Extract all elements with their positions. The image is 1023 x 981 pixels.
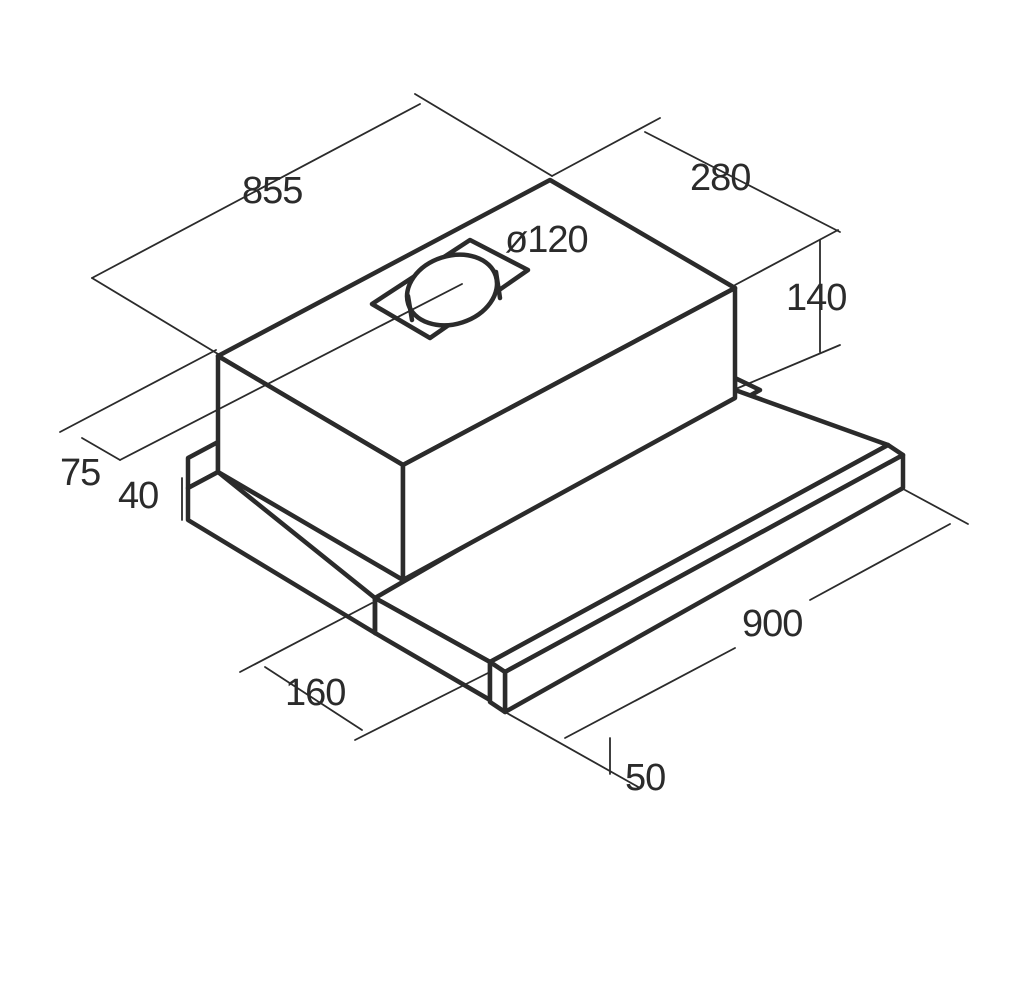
front-trim-bar	[487, 442, 906, 715]
label-height-body: 140	[786, 277, 846, 319]
label-duct-diameter: ø120	[505, 219, 588, 261]
hood-body	[215, 177, 738, 583]
label-width-top: 855	[242, 170, 302, 212]
label-depth: 280	[690, 157, 750, 199]
label-extension-depth: 160	[285, 672, 345, 714]
dimension-lines	[59, 93, 969, 789]
label-offset-side: 75	[60, 452, 100, 494]
sliding-visor-panel	[372, 387, 891, 703]
label-front-strip: 50	[625, 757, 665, 799]
label-width-total: 900	[742, 603, 802, 645]
dimension-labels: 855 280 ø120 140 75 40 160 900 50	[60, 157, 847, 799]
label-height-base: 40	[118, 475, 158, 517]
